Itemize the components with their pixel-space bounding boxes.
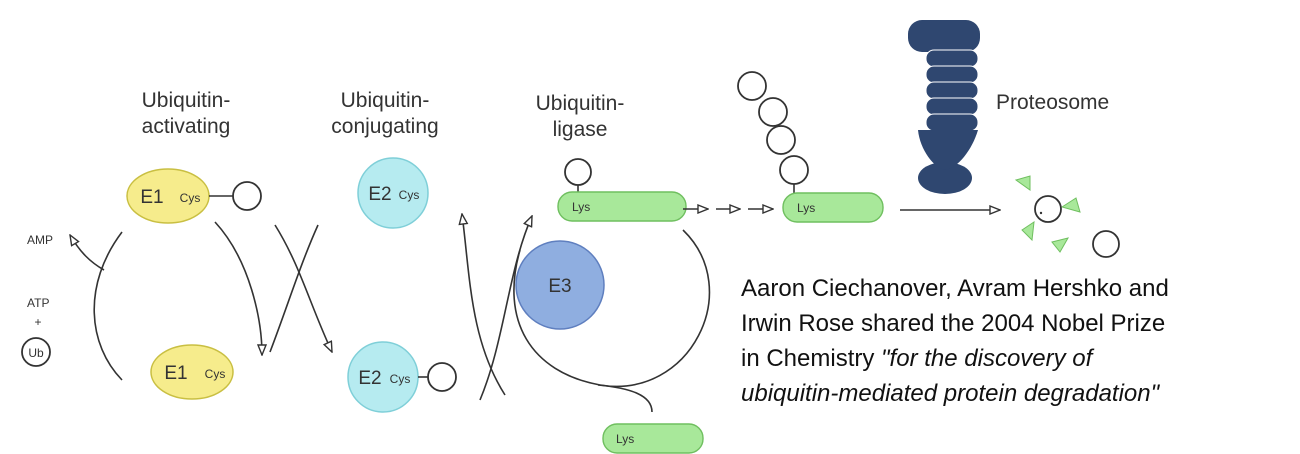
- e1-top-cys-label: Cys: [180, 191, 201, 205]
- ub-label: Ub: [28, 346, 44, 360]
- caption-line-4: ubiquitin-mediated protein degradation": [741, 380, 1160, 407]
- e1-bottom-cys-label: Cys: [205, 367, 226, 381]
- e1-enzyme-top: E1 Cys: [126, 168, 262, 224]
- transfer-cross-line: [269, 224, 319, 353]
- ligase-lys-label: Lys: [572, 200, 590, 214]
- ubiquitin-reagent: Ub: [21, 337, 51, 367]
- label-ubiquitin-activating: Ubiquitin- activating: [142, 89, 231, 138]
- caption-line-3: in Chemistry "for the discovery of: [741, 341, 1296, 376]
- atp-label: ATP: [27, 296, 49, 310]
- tagged-substrate-bar: [782, 192, 884, 223]
- label-ubiquitin-ligase: Ubiquitin- ligase: [536, 92, 625, 141]
- caption-line-2: Irwin Rose shared the 2004 Nobel Prize: [741, 310, 1166, 337]
- label-ubiquitin-conjugating: Ubiquitin- conjugating: [331, 89, 438, 138]
- ubiquitin-circle-e1: [232, 181, 262, 211]
- ubiquitin-circle-ligase: [564, 158, 592, 186]
- caption-line-3-plain: in Chemistry: [741, 345, 882, 372]
- label-ligase-line2: ligase: [553, 118, 608, 141]
- e1-enzyme-bottom: E1 Cys: [150, 344, 234, 400]
- proteasome-label: Proteosome: [996, 91, 1109, 114]
- free-substrate-bar: [602, 423, 704, 454]
- e1-cycle-right-arrow: [214, 221, 262, 355]
- proteasome-icon: [908, 20, 980, 194]
- e2-enzyme-bottom: E2 Cys: [347, 341, 457, 413]
- amp-label: AMP: [27, 233, 53, 247]
- e2-top-label: E2: [368, 184, 391, 205]
- e2-return-arrow: [462, 214, 506, 396]
- e1-top-label: E1: [140, 187, 163, 208]
- e2-bottom-cys-label: Cys: [390, 372, 411, 386]
- substrate-entry-line: [597, 384, 653, 413]
- e2-bottom-label: E2: [358, 368, 381, 389]
- e2-top-cys-label: Cys: [399, 188, 420, 202]
- plus-label: +: [34, 315, 41, 329]
- amp-release-arrow: [70, 235, 105, 271]
- label-conjugating-line1: Ubiquitin-: [341, 89, 430, 112]
- label-activating-line2: activating: [142, 115, 231, 138]
- e3-label: E3: [548, 276, 571, 297]
- ligase-substrate-bar: [557, 191, 687, 222]
- ubiquitin-circle-e2: [427, 362, 457, 392]
- e3-ligase: [515, 240, 605, 330]
- caption-line-1: Aaron Ciechanover, Avram Hershko and: [741, 275, 1169, 302]
- e2-to-ligase-arrow: [479, 216, 532, 401]
- transfer-e1-e2-arrow: [274, 224, 332, 352]
- label-conjugating-line2: conjugating: [331, 115, 438, 138]
- polyubiquitin-chain: [737, 71, 809, 193]
- e1-cycle-left-arc: [93, 231, 123, 381]
- tagged-substrate-lys-label: Lys: [797, 201, 815, 215]
- e1-bottom-label: E1: [164, 363, 187, 384]
- label-activating-line1: Ubiquitin-: [142, 89, 231, 112]
- free-substrate-lys-label: Lys: [616, 432, 634, 446]
- degradation-products: [1014, 175, 1120, 258]
- caption-line-3-quote: "for the discovery of: [881, 345, 1093, 372]
- nobel-prize-caption: Aaron Ciechanover, Avram Hershko and Irw…: [741, 271, 1296, 411]
- e2-enzyme-top: E2 Cys: [357, 157, 429, 229]
- label-ligase-line1: Ubiquitin-: [536, 92, 625, 115]
